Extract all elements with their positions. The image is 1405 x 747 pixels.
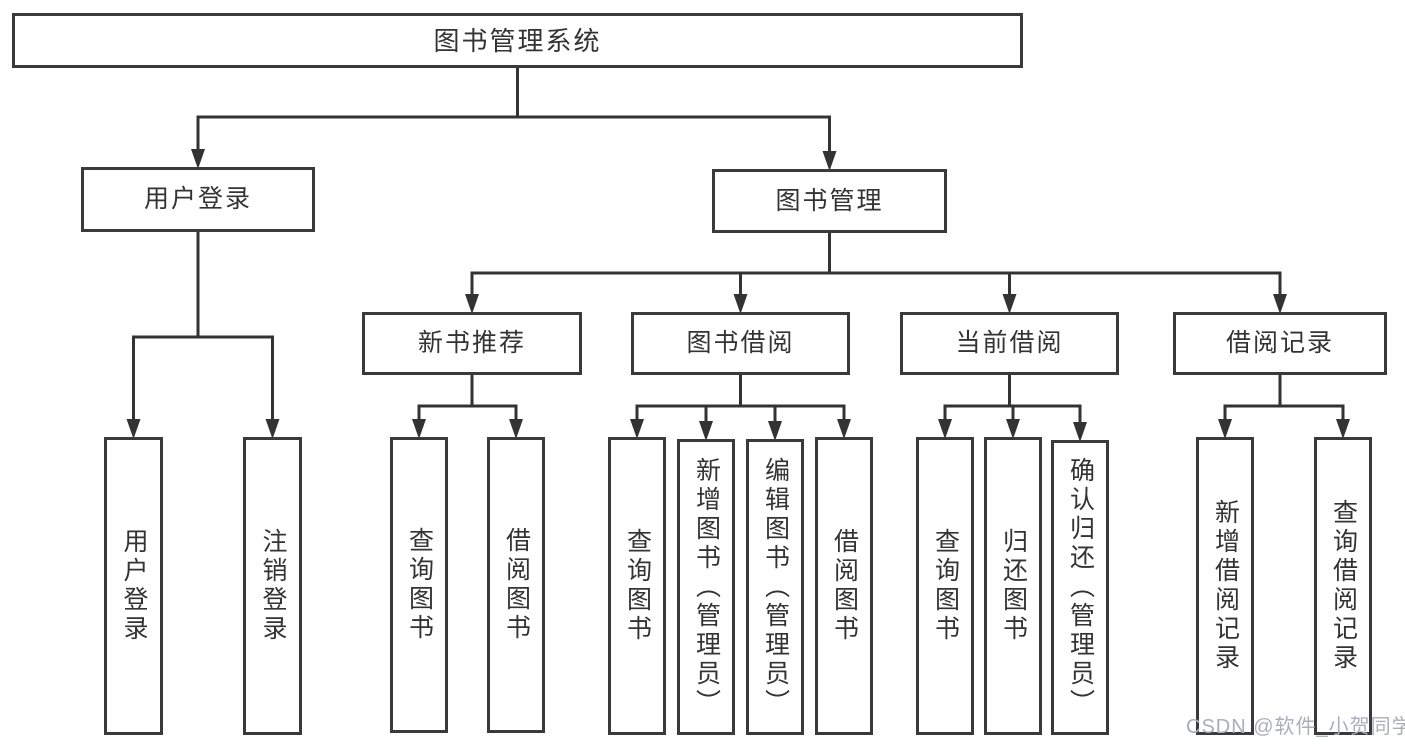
arrowhead-icon (465, 294, 479, 314)
node-label-leaf-rec-query: 查询借阅记录 (1329, 499, 1358, 673)
arrowhead-icon (1218, 419, 1232, 439)
node-label-leaf-nb-borrow: 借阅图书 (502, 527, 531, 643)
watermark-text: CSDN @软件_小贺同学 (1186, 716, 1405, 738)
arrowhead-icon (191, 149, 205, 169)
node-leaf-cb-query: 查询图书 (916, 437, 974, 735)
arrowhead-icon (822, 151, 837, 171)
arrowhead-icon (1002, 294, 1017, 314)
node-leaf-rec-query: 查询借阅记录 (1314, 437, 1372, 735)
node-label-book-mgmt: 图书管理 (775, 186, 884, 215)
arrowhead-icon (412, 419, 426, 439)
node-leaf-bb-borrow: 借阅图书 (815, 437, 873, 735)
arrowhead-icon (768, 421, 782, 441)
node-label-leaf-logout: 注销登录 (259, 528, 287, 644)
node-leaf-bb-add: 新增图书（管理员） (677, 439, 735, 735)
node-label-book-borrow: 图书借阅 (686, 329, 795, 357)
node-current-borrow: 当前借阅 (900, 312, 1119, 375)
arrowhead-icon (1073, 422, 1087, 442)
node-leaf-bb-edit: 编辑图书（管理员） (746, 439, 804, 735)
node-label-current-borrow: 当前借阅 (955, 329, 1064, 357)
arrowhead-icon (1273, 294, 1287, 314)
arrowhead-icon (1006, 419, 1020, 439)
node-leaf-nb-borrow: 借阅图书 (487, 437, 545, 733)
arrowhead-icon (699, 421, 713, 441)
node-root: 图书管理系统 (12, 13, 1023, 68)
node-label-leaf-cb-return: 归还图书 (999, 528, 1028, 644)
node-label-leaf-user-login: 用户登录 (120, 528, 148, 644)
connector-path (132, 68, 1345, 424)
node-leaf-user-login: 用户登录 (104, 437, 163, 735)
node-label-borrow-records: 借阅记录 (1225, 329, 1334, 357)
node-label-leaf-cb-confirm: 确认归还（管理员） (1066, 457, 1095, 718)
node-leaf-logout: 注销登录 (243, 437, 302, 735)
node-leaf-rec-add: 新增借阅记录 (1196, 437, 1254, 735)
node-leaf-cb-confirm: 确认归还（管理员） (1051, 440, 1109, 735)
arrowhead-icon (265, 419, 280, 439)
arrowhead-icon (938, 419, 952, 439)
arrowhead-icon (630, 419, 644, 439)
node-label-leaf-bb-borrow: 借阅图书 (830, 528, 859, 644)
node-label-leaf-nb-query: 查询图书 (405, 527, 434, 643)
node-leaf-bb-query: 查询图书 (608, 437, 666, 735)
node-book-mgmt: 图书管理 (712, 169, 947, 233)
node-label-leaf-bb-query: 查询图书 (623, 528, 652, 644)
node-leaf-cb-return: 归还图书 (984, 437, 1042, 735)
node-label-user-login: 用户登录 (143, 185, 252, 213)
arrowhead-icon (126, 419, 141, 439)
node-label-new-book-rec: 新书推荐 (417, 329, 526, 357)
node-borrow-records: 借阅记录 (1173, 312, 1387, 375)
node-label-leaf-rec-add: 新增借阅记录 (1211, 499, 1240, 673)
arrowhead-icon (733, 294, 748, 314)
node-label-leaf-bb-add: 新增图书（管理员） (692, 456, 721, 718)
node-label-leaf-cb-query: 查询图书 (931, 528, 960, 644)
arrowhead-icon (837, 419, 851, 439)
arrowhead-icon (1336, 419, 1350, 439)
node-book-borrow: 图书借阅 (631, 312, 850, 375)
node-user-login: 用户登录 (81, 167, 315, 232)
node-leaf-nb-query: 查询图书 (390, 437, 448, 733)
arrowhead-icon (509, 419, 523, 439)
node-new-book-rec: 新书推荐 (362, 312, 582, 375)
node-label-root: 图书管理系统 (433, 25, 602, 56)
node-label-leaf-bb-edit: 编辑图书（管理员） (761, 456, 790, 718)
